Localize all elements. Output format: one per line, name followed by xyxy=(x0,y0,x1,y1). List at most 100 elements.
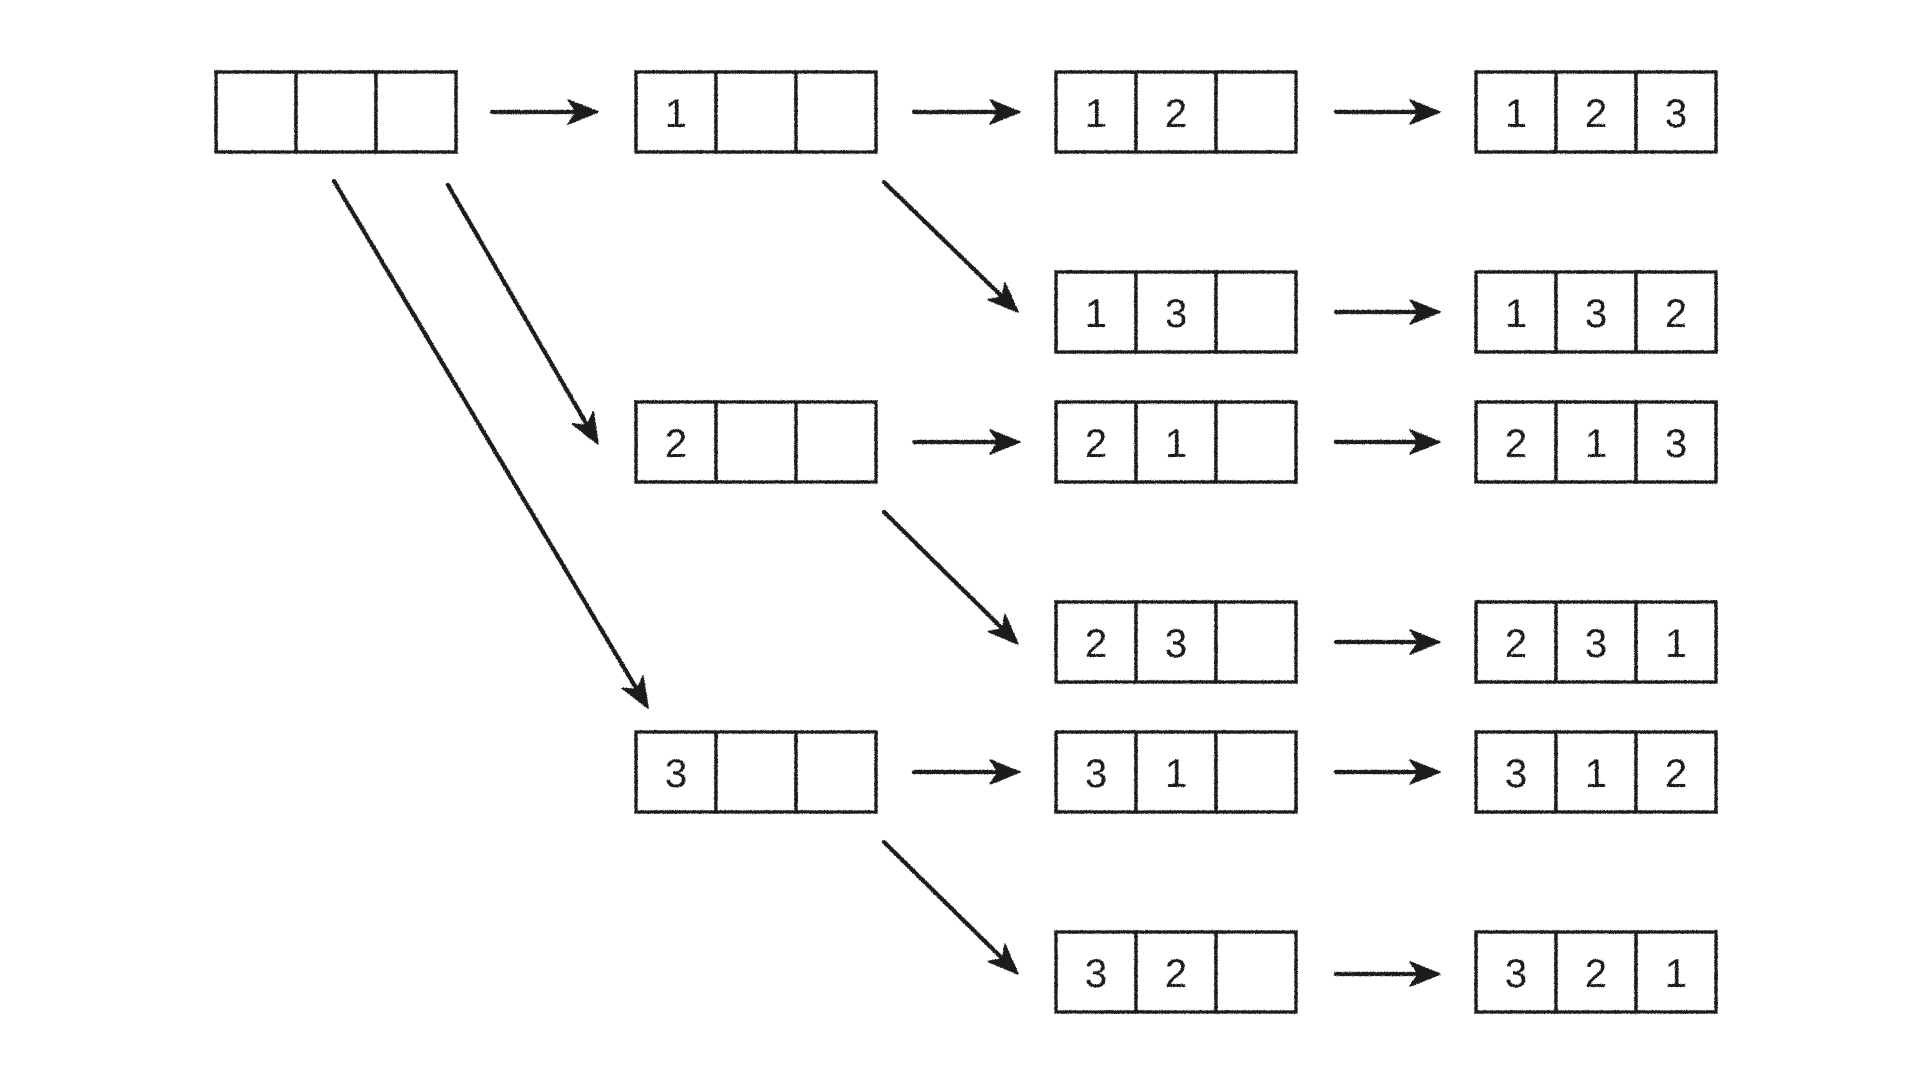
array-cell xyxy=(1474,600,1558,684)
array-cell xyxy=(1474,930,1558,1014)
arrow-n1-to-n13 xyxy=(881,179,1019,313)
array-cell xyxy=(374,70,458,154)
array-cell xyxy=(634,70,718,154)
cell-value: 3 xyxy=(1085,952,1107,996)
array-cell xyxy=(1054,400,1138,484)
array-cell xyxy=(1634,70,1718,154)
cell-value: 1 xyxy=(1505,292,1527,336)
arrow-head xyxy=(987,281,1019,313)
cell-value: 3 xyxy=(1665,422,1687,466)
cell-value: 3 xyxy=(1165,622,1187,666)
cell-value: 3 xyxy=(1505,752,1527,796)
arrow-n23-to-n231 xyxy=(1333,629,1441,655)
arrow-head xyxy=(987,613,1019,645)
array-cell xyxy=(1554,600,1638,684)
array-cell xyxy=(1554,400,1638,484)
arrow-head xyxy=(1409,961,1441,987)
arrow-shaft xyxy=(881,509,1004,630)
cell-value: 1 xyxy=(665,92,687,136)
arrow-n1-to-n12 xyxy=(911,99,1021,125)
arrow-head xyxy=(621,675,649,709)
arrow-head xyxy=(1409,99,1441,125)
array-cell xyxy=(1214,600,1298,684)
array-cell xyxy=(1214,70,1298,154)
arrow-head xyxy=(989,759,1021,785)
cell-value: 2 xyxy=(1505,422,1527,466)
array-node-n2: 2 xyxy=(634,400,878,484)
arrow-root-to-n3 xyxy=(331,178,649,709)
arrow-head xyxy=(1409,629,1441,655)
arrow-root-to-n1 xyxy=(489,99,599,125)
array-cell xyxy=(1134,600,1218,684)
array-node-root xyxy=(214,70,458,154)
cell-value: 2 xyxy=(1585,952,1607,996)
arrow-n13-to-n132 xyxy=(1333,299,1441,325)
arrow-head xyxy=(989,99,1021,125)
arrow-n2-to-n21 xyxy=(911,429,1021,455)
cell-value: 2 xyxy=(1585,92,1607,136)
arrow-shaft xyxy=(331,178,638,690)
cell-value: 2 xyxy=(1665,752,1687,796)
cell-value: 2 xyxy=(1165,952,1187,996)
array-cell xyxy=(1054,730,1138,814)
array-cell xyxy=(1554,930,1638,1014)
array-cell xyxy=(1054,600,1138,684)
array-cell xyxy=(294,70,378,154)
array-cell xyxy=(1634,730,1718,814)
array-cell xyxy=(714,70,798,154)
array-cell xyxy=(794,70,878,154)
arrow-n32-to-n321 xyxy=(1333,961,1441,987)
array-cell xyxy=(1214,270,1298,354)
cell-value: 1 xyxy=(1085,92,1107,136)
arrow-n31-to-n312 xyxy=(1333,759,1441,785)
array-node-n123: 1 2 3 xyxy=(1474,70,1718,154)
cell-value: 2 xyxy=(1085,622,1107,666)
cell-value: 3 xyxy=(1665,92,1687,136)
array-cell xyxy=(1134,270,1218,354)
array-node-n3: 3 xyxy=(634,730,878,814)
array-cell xyxy=(1054,70,1138,154)
array-cell xyxy=(794,730,878,814)
arrow-shaft xyxy=(881,839,1004,960)
array-cell xyxy=(1634,600,1718,684)
array-cell xyxy=(1214,930,1298,1014)
arrow-head xyxy=(571,411,599,445)
cell-value: 1 xyxy=(1665,952,1687,996)
array-cell xyxy=(634,730,718,814)
array-cell xyxy=(1134,400,1218,484)
array-cell xyxy=(1134,70,1218,154)
cell-value: 1 xyxy=(1505,92,1527,136)
array-cell xyxy=(1634,930,1718,1014)
cell-value: 3 xyxy=(1085,752,1107,796)
cell-value: 1 xyxy=(1585,752,1607,796)
arrow-head xyxy=(1409,759,1441,785)
cell-value: 3 xyxy=(665,752,687,796)
arrow-head xyxy=(987,943,1019,975)
array-cell xyxy=(714,400,798,484)
arrow-head xyxy=(989,429,1021,455)
arrow-n3-to-n32 xyxy=(881,839,1019,975)
arrow-root-to-n2 xyxy=(445,182,599,445)
cell-value: 3 xyxy=(1585,292,1607,336)
cell-value: 1 xyxy=(1165,422,1187,466)
array-cell xyxy=(1554,730,1638,814)
cell-value: 2 xyxy=(1085,422,1107,466)
arrow-head xyxy=(567,99,599,125)
array-cell xyxy=(1054,930,1138,1014)
cell-value: 1 xyxy=(1165,752,1187,796)
array-cell xyxy=(714,730,798,814)
array-cell xyxy=(1554,270,1638,354)
arrow-head xyxy=(1409,299,1441,325)
arrow-head xyxy=(1409,429,1441,455)
